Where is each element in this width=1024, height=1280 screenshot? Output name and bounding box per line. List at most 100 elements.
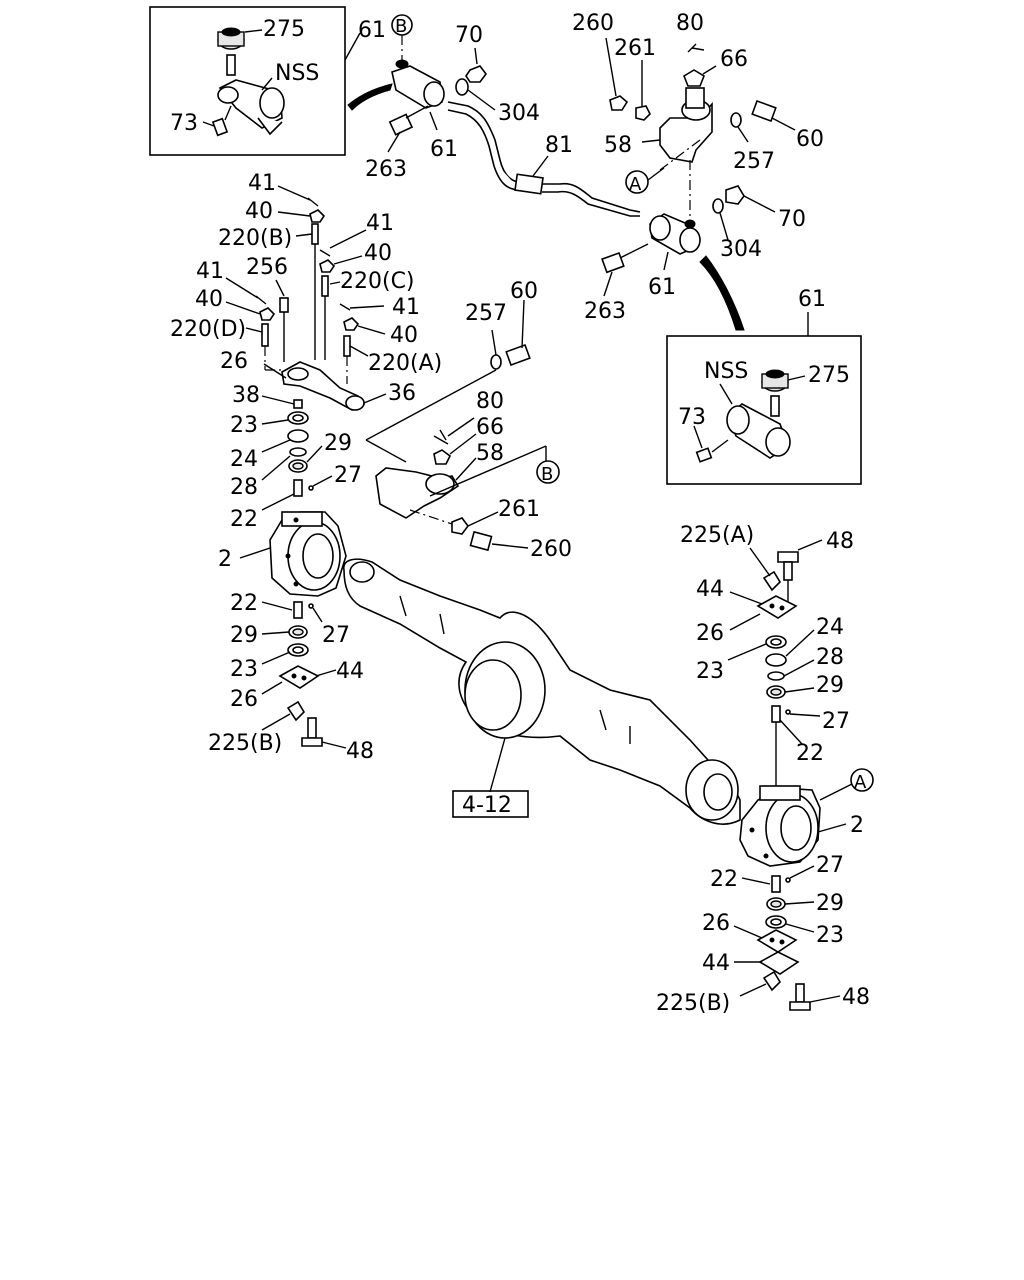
label-61-right: 61	[648, 275, 676, 300]
label-23-ur: 23	[696, 659, 724, 684]
label-261-mid: 261	[498, 497, 540, 522]
label-41-d: 41	[392, 295, 420, 320]
marker-b-mid: B	[541, 464, 553, 485]
label-304-top: 304	[498, 101, 540, 126]
tie-rod-81	[447, 101, 641, 217]
steering-arm-58-top	[659, 87, 713, 163]
label-220-a: 220(A)	[368, 351, 442, 376]
bolt-48-ur-icon	[777, 551, 799, 581]
label-58-top: 58	[604, 133, 632, 158]
cotter-pin-80-mid-icon	[433, 429, 449, 445]
label-261-top: 261	[614, 36, 656, 61]
bearing-29-lr-icon	[766, 897, 786, 911]
label-225-a: 225(A)	[680, 523, 754, 548]
label-24-l: 24	[230, 447, 258, 472]
label-48-l: 48	[346, 739, 374, 764]
nut-70-right-icon	[725, 185, 745, 205]
label-220-b: 220(B)	[218, 226, 292, 251]
label-36: 36	[388, 381, 416, 406]
label-48-lr: 48	[842, 985, 870, 1010]
label-44-lr: 44	[702, 951, 730, 976]
washer-304-right-icon	[712, 198, 724, 214]
label-26-ul: 26	[220, 349, 248, 374]
label-220-d: 220(D)	[170, 317, 246, 342]
ball-joint-icon-right	[761, 369, 789, 417]
label-40-a: 40	[245, 199, 273, 224]
inset-frame	[149, 6, 346, 156]
shim-23-ll-icon	[287, 643, 309, 657]
label-275-right: 275	[808, 363, 850, 388]
kingpin-22-ur-icon	[771, 705, 791, 723]
label-58-mid: 58	[476, 441, 504, 466]
label-2-r: 2	[850, 813, 864, 838]
label-26-lr: 26	[702, 911, 730, 936]
ref-box	[452, 790, 529, 818]
pointer-wedge-icon	[347, 83, 393, 111]
label-23-ul: 23	[230, 413, 258, 438]
label-304-right: 304	[720, 237, 762, 262]
label-41-b: 41	[366, 211, 394, 236]
label-4-12: 4-12	[462, 793, 512, 818]
label-nss-right: NSS	[704, 359, 748, 384]
inset-top-left: 275 NSS 73	[149, 6, 346, 156]
tie-rod-end-top: B	[391, 14, 445, 109]
label-41-c: 41	[196, 259, 224, 284]
bearing-29-ll-icon	[288, 625, 308, 639]
label-66-mid: 66	[476, 415, 504, 440]
tie-rod-end-icon	[217, 79, 285, 136]
knuckle-2-left	[269, 511, 347, 597]
cotter-pin-80-top-icon	[687, 43, 705, 53]
label-29-lr: 29	[816, 891, 844, 916]
stud-220-b	[311, 223, 319, 360]
label-61-top-center: 61	[430, 137, 458, 162]
label-70-top: 70	[455, 23, 483, 48]
label-28-r: 28	[816, 645, 844, 670]
label-23-lr: 23	[816, 923, 844, 948]
knuckle-2-right	[739, 785, 821, 867]
bolt-263-top-icon	[388, 105, 429, 136]
nut-40-b-icon	[319, 259, 336, 273]
label-256: 256	[246, 255, 288, 280]
fitting-225-b-l-icon	[286, 700, 306, 722]
label-60-top: 60	[796, 127, 824, 152]
label-73-right: 73	[678, 405, 706, 430]
bolt-260-mid-icon	[469, 530, 493, 552]
label-29-ul: 29	[324, 431, 352, 456]
label-44-l: 44	[336, 659, 364, 684]
marker-a-bottom-icon	[850, 768, 874, 792]
label-38: 38	[232, 383, 260, 408]
seal-38-icon	[293, 399, 303, 409]
label-81: 81	[545, 133, 573, 158]
label-48-ur: 48	[826, 529, 854, 554]
fitting-225-a-icon	[762, 570, 782, 592]
seal-24-r-icon	[765, 653, 787, 667]
ball-joint-icon	[217, 27, 245, 76]
steering-arm-58-mid	[375, 467, 460, 519]
race-28-l-icon	[289, 447, 307, 457]
label-27-ur: 27	[822, 709, 850, 734]
label-263-right: 263	[584, 299, 626, 324]
label-70-right: 70	[778, 207, 806, 232]
bolt-260-top-icon	[609, 95, 629, 111]
washer-257-top-icon	[730, 112, 742, 128]
bolt-263-right-icon	[601, 243, 649, 274]
label-24-r: 24	[816, 615, 844, 640]
tie-rod-end-right	[649, 213, 701, 255]
stud-220-a	[343, 335, 351, 384]
cap-44-lr-icon	[758, 951, 800, 975]
nut-70-top-icon	[465, 65, 487, 83]
fitting-225-b-r-icon	[762, 970, 782, 992]
washer-304-top-icon	[455, 78, 469, 96]
label-22-ul: 22	[230, 507, 258, 532]
pin-41-d-icon	[339, 303, 351, 311]
label-275: 275	[263, 17, 305, 42]
pin-41-b-icon	[319, 249, 331, 257]
label-22-ll: 22	[230, 591, 258, 616]
kingpin-22-ul-icon	[293, 479, 314, 497]
marker-a-top: A	[629, 174, 642, 195]
shim-23-lr-icon	[765, 915, 787, 929]
nut-66-top-icon	[683, 69, 705, 87]
label-40-d: 40	[390, 323, 418, 348]
label-44-ur: 44	[696, 577, 724, 602]
marker-a-icon	[625, 170, 649, 194]
